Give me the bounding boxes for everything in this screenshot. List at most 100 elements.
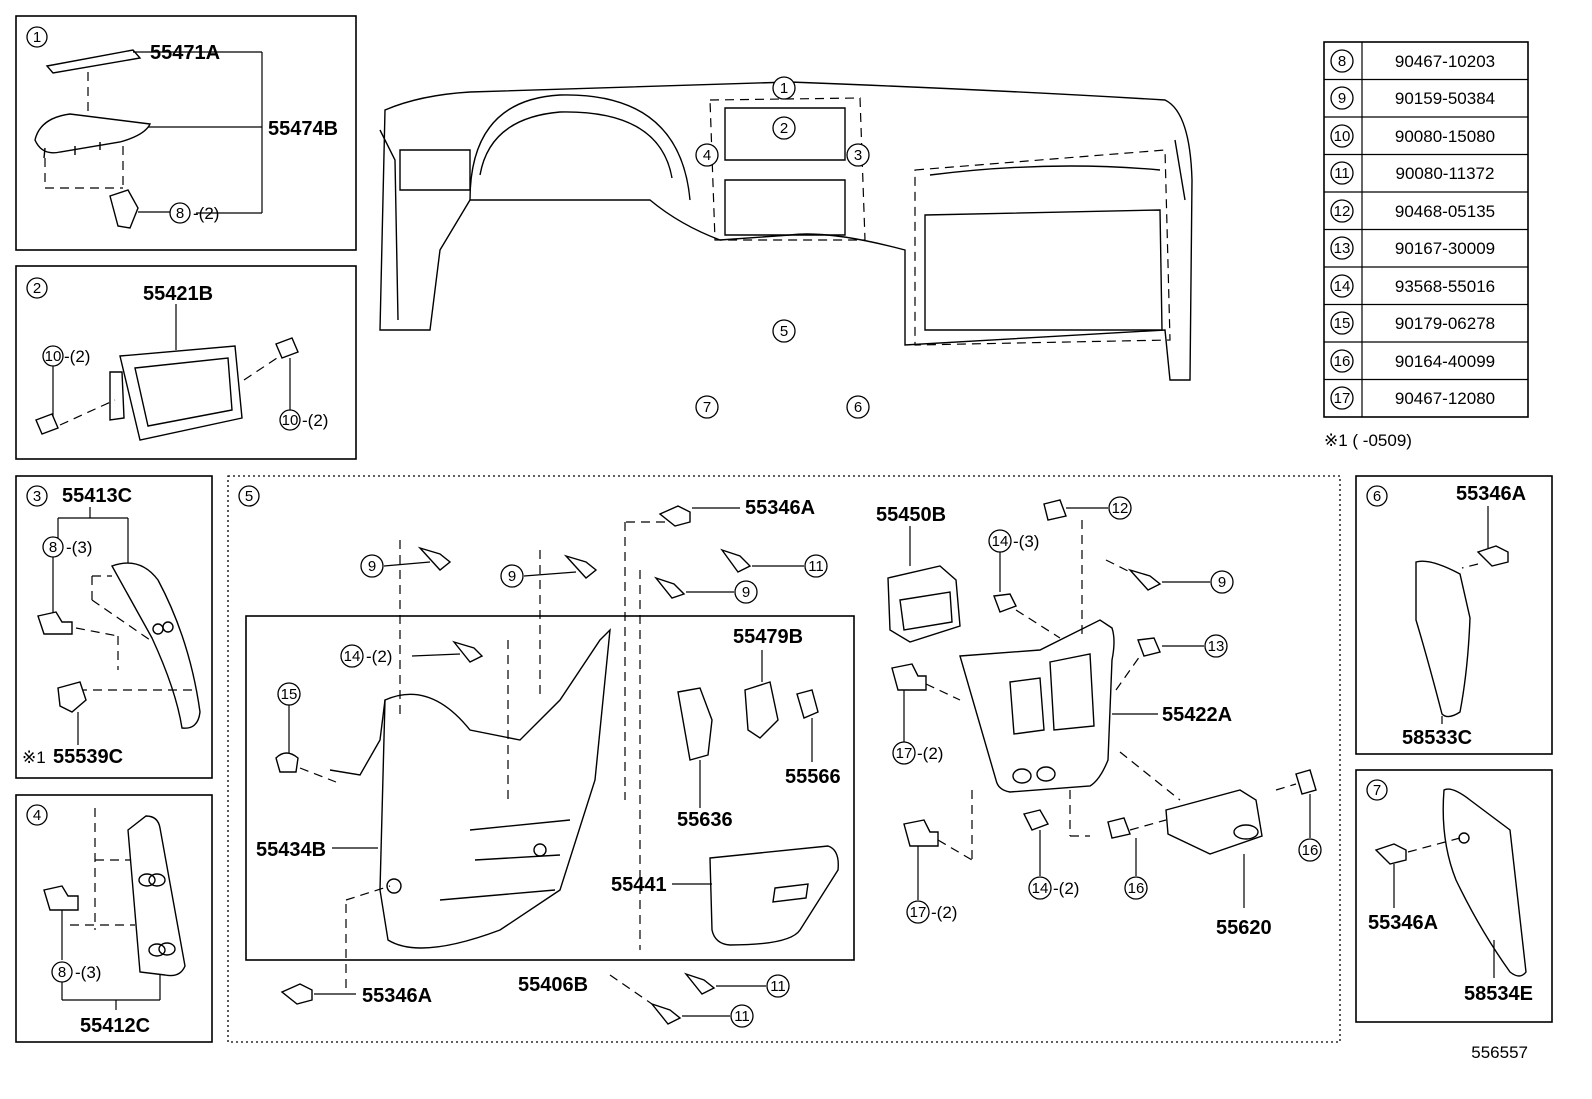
screw-icon — [1137, 637, 1161, 657]
trim-strip-55471A — [45, 49, 142, 74]
screw-icon — [720, 548, 752, 573]
svg-text:9: 9 — [368, 558, 376, 575]
display-unit-55421B — [119, 345, 243, 441]
side-cover-58534E — [1442, 788, 1527, 977]
svg-text:9: 9 — [742, 584, 750, 601]
table-part: 90159-50384 — [1395, 89, 1495, 108]
clip-55566 — [796, 689, 819, 719]
table-part: 90467-12080 — [1395, 389, 1495, 408]
table-part: 90468-05135 — [1395, 202, 1495, 221]
svg-text:-(2): -(2) — [917, 744, 943, 763]
table-ref: 13 — [1334, 240, 1351, 257]
label-55474B: 55474B — [268, 118, 338, 140]
label-58533C: 58533C — [1402, 727, 1472, 749]
panel-5: 5 55441 55636 55479B 55566 55346A 55346A — [227, 475, 1341, 1043]
panel-1: 1 55471A 55474B 8 -(2) — [15, 15, 357, 251]
table-part: 90179-06278 — [1395, 314, 1495, 333]
panel-7-number: 7 — [1373, 782, 1381, 799]
svg-text:11: 11 — [808, 558, 824, 575]
svg-text:14: 14 — [344, 648, 361, 665]
diagram-id: 556557 — [1471, 1043, 1528, 1062]
label-55406B: 55406B — [518, 974, 588, 996]
unit-55450B — [887, 565, 961, 643]
label-55346A-bottom: 55346A — [362, 985, 432, 1007]
svg-text:13: 13 — [1208, 638, 1225, 655]
svg-text:9: 9 — [1218, 574, 1226, 591]
bolt-icon — [658, 505, 691, 527]
label-55346A-p6: 55346A — [1456, 483, 1526, 505]
table-ref: 12 — [1334, 203, 1351, 220]
label-55450B: 55450B — [876, 504, 946, 526]
callout-4: 4 — [703, 147, 711, 164]
bolt-icon — [275, 337, 299, 359]
svg-text:8: 8 — [49, 539, 57, 556]
panel-3: 3 55413C 8 -(3) ※1 55539C — [15, 475, 213, 779]
svg-text:10: 10 — [282, 412, 299, 429]
screw-icon — [1022, 809, 1050, 831]
screw-icon — [1127, 568, 1162, 591]
bezel-55422A — [959, 619, 1115, 793]
switch-55539C — [57, 681, 87, 713]
label-55620: 55620 — [1216, 917, 1272, 939]
svg-text:17: 17 — [896, 745, 913, 762]
side-cover-58533C — [1415, 560, 1471, 718]
nut-icon — [275, 752, 299, 773]
callout-7: 7 — [703, 399, 711, 416]
screw-icon — [1295, 769, 1317, 795]
callout-1: 1 — [780, 80, 788, 97]
panel-4-number: 4 — [33, 807, 41, 824]
table-ref: 11 — [1334, 165, 1350, 182]
parts-table: 8 90467-10203 9 90159-50384 10 90080-150… — [1323, 41, 1529, 418]
table-ref: 16 — [1334, 353, 1351, 370]
svg-text:-(2): -(2) — [193, 204, 219, 223]
panel-5-number: 5 — [245, 488, 253, 505]
table-part: 90467-10203 — [1395, 52, 1495, 71]
svg-text:8: 8 — [58, 964, 66, 981]
svg-text:-(3): -(3) — [1013, 532, 1039, 551]
svg-text:14: 14 — [1032, 880, 1049, 897]
table-ref: 10 — [1334, 128, 1351, 145]
label-55539C: 55539C — [53, 746, 123, 768]
clip — [109, 189, 139, 229]
svg-text:8: 8 — [176, 205, 184, 222]
bolt-icon — [35, 413, 59, 435]
screw-icon — [649, 1002, 682, 1025]
bracket-55479B — [744, 681, 779, 739]
bolt-icon — [1374, 843, 1407, 865]
trim-panel-55413C — [110, 562, 201, 729]
svg-text:12: 12 — [1112, 500, 1129, 517]
label-55413C: 55413C — [62, 485, 132, 507]
panel-6: 6 55346A 58533C — [1355, 475, 1553, 755]
screw-icon — [452, 640, 484, 663]
svg-text:16: 16 — [1128, 880, 1145, 897]
screw-icon — [563, 554, 598, 579]
callout-2: 2 — [780, 120, 788, 137]
cup-holder-55620 — [1165, 789, 1263, 855]
screw-icon — [993, 593, 1017, 613]
svg-text:10: 10 — [45, 348, 62, 365]
label-55346A-top: 55346A — [745, 497, 815, 519]
bracket-55636 — [677, 687, 713, 761]
footnote: ※1 ( -0509) — [1324, 431, 1412, 450]
panel-6-number: 6 — [1373, 488, 1381, 505]
label-55479B: 55479B — [733, 626, 803, 648]
overview-callouts: 1 2 3 4 5 6 7 — [695, 76, 870, 419]
screw-icon — [1107, 817, 1131, 839]
svg-text:-(2): -(2) — [366, 647, 392, 666]
label-55422A: 55422A — [1162, 704, 1232, 726]
table-ref: 9 — [1338, 90, 1346, 107]
label-55636: 55636 — [677, 809, 733, 831]
table-ref: 14 — [1334, 278, 1351, 295]
screw-icon — [653, 576, 686, 599]
label-55566: 55566 — [785, 766, 841, 788]
clip-icon — [1043, 499, 1067, 521]
clip — [43, 885, 79, 911]
cluster-cover — [34, 113, 152, 154]
svg-text:11: 11 — [734, 1008, 750, 1025]
panel-4: 4 8 -(3) 55412C — [15, 794, 213, 1043]
svg-text:-(2): -(2) — [302, 411, 328, 430]
svg-text:-(3): -(3) — [75, 963, 101, 982]
table-ref: 15 — [1334, 315, 1351, 332]
svg-text:11: 11 — [770, 978, 786, 995]
panel-2: 2 55421B 10 -(2) 10 -(2) — [15, 265, 357, 460]
